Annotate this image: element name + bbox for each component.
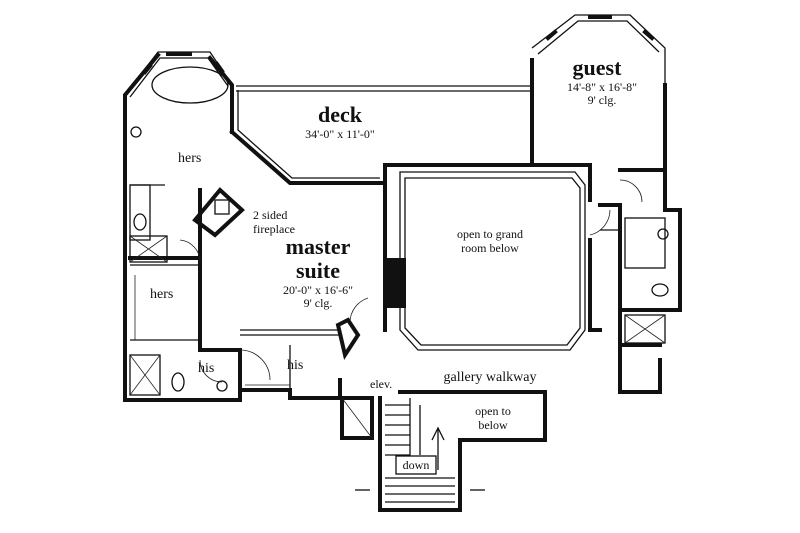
deck-size: 34'-0" x 11'-0" bbox=[305, 127, 375, 141]
door-swing bbox=[589, 209, 611, 236]
stairs bbox=[378, 396, 462, 512]
gallery-label: gallery walkway bbox=[444, 370, 537, 385]
toilet-room bbox=[129, 184, 151, 241]
guest-ceiling: 9' clg. bbox=[588, 93, 617, 107]
guest-vanity bbox=[624, 217, 666, 269]
hers-lower-label: hers bbox=[150, 287, 173, 302]
door-swing bbox=[239, 349, 271, 381]
grand-room-railing bbox=[404, 177, 581, 346]
fireplace-label-1: 2 sided bbox=[253, 208, 287, 222]
open-grand-label-2: room below bbox=[461, 241, 519, 255]
his-toilet-icon bbox=[171, 372, 185, 392]
elevator-label: elev. bbox=[370, 377, 392, 391]
his-right-label: his bbox=[287, 358, 303, 373]
guest-bay-window bbox=[531, 14, 666, 85]
hers-bay-window bbox=[124, 51, 233, 98]
door-swing bbox=[179, 239, 201, 263]
suite-label: suite bbox=[296, 258, 340, 283]
master-ceiling: 9' clg. bbox=[304, 296, 333, 310]
guest-label: guest bbox=[573, 55, 623, 80]
door-swing bbox=[349, 297, 369, 323]
toilet-icon bbox=[133, 213, 147, 231]
master-size: 20'-0" x 16'-6" bbox=[283, 283, 353, 297]
guest-toilet-icon bbox=[651, 283, 669, 297]
open-below-label-2: below bbox=[478, 418, 508, 432]
elevator bbox=[340, 396, 374, 440]
exterior-walls bbox=[123, 52, 682, 442]
grand-room-opening bbox=[399, 171, 586, 351]
guest-shower-icon bbox=[624, 314, 666, 344]
open-grand-label-1: open to grand bbox=[457, 227, 523, 241]
two-sided-fireplace bbox=[192, 187, 245, 238]
tub-icon bbox=[151, 66, 229, 104]
down-label-box bbox=[395, 455, 437, 475]
sink-icon bbox=[130, 126, 142, 138]
shower-icon bbox=[129, 235, 168, 263]
fireplace-insert bbox=[214, 199, 230, 215]
open-below-label-1: open to bbox=[475, 404, 511, 418]
his-sink-icon bbox=[216, 380, 228, 392]
his-left-label: his bbox=[198, 361, 214, 376]
fireplace-label-2: fireplace bbox=[253, 222, 295, 236]
door-swing bbox=[619, 179, 643, 203]
guest-size: 14'-8" x 16'-8" bbox=[567, 80, 637, 94]
deck-inner-rail bbox=[237, 90, 380, 179]
door-swing bbox=[199, 359, 223, 383]
fireplace-block bbox=[386, 258, 406, 308]
entry-angle-wall bbox=[335, 317, 361, 361]
deck-label: deck bbox=[318, 102, 363, 127]
his-shower-icon bbox=[129, 354, 161, 396]
hers-upper-label: hers bbox=[178, 151, 201, 166]
master-label: master bbox=[286, 234, 351, 259]
down-label: down bbox=[403, 458, 430, 472]
guest-sink-icon bbox=[657, 228, 669, 240]
